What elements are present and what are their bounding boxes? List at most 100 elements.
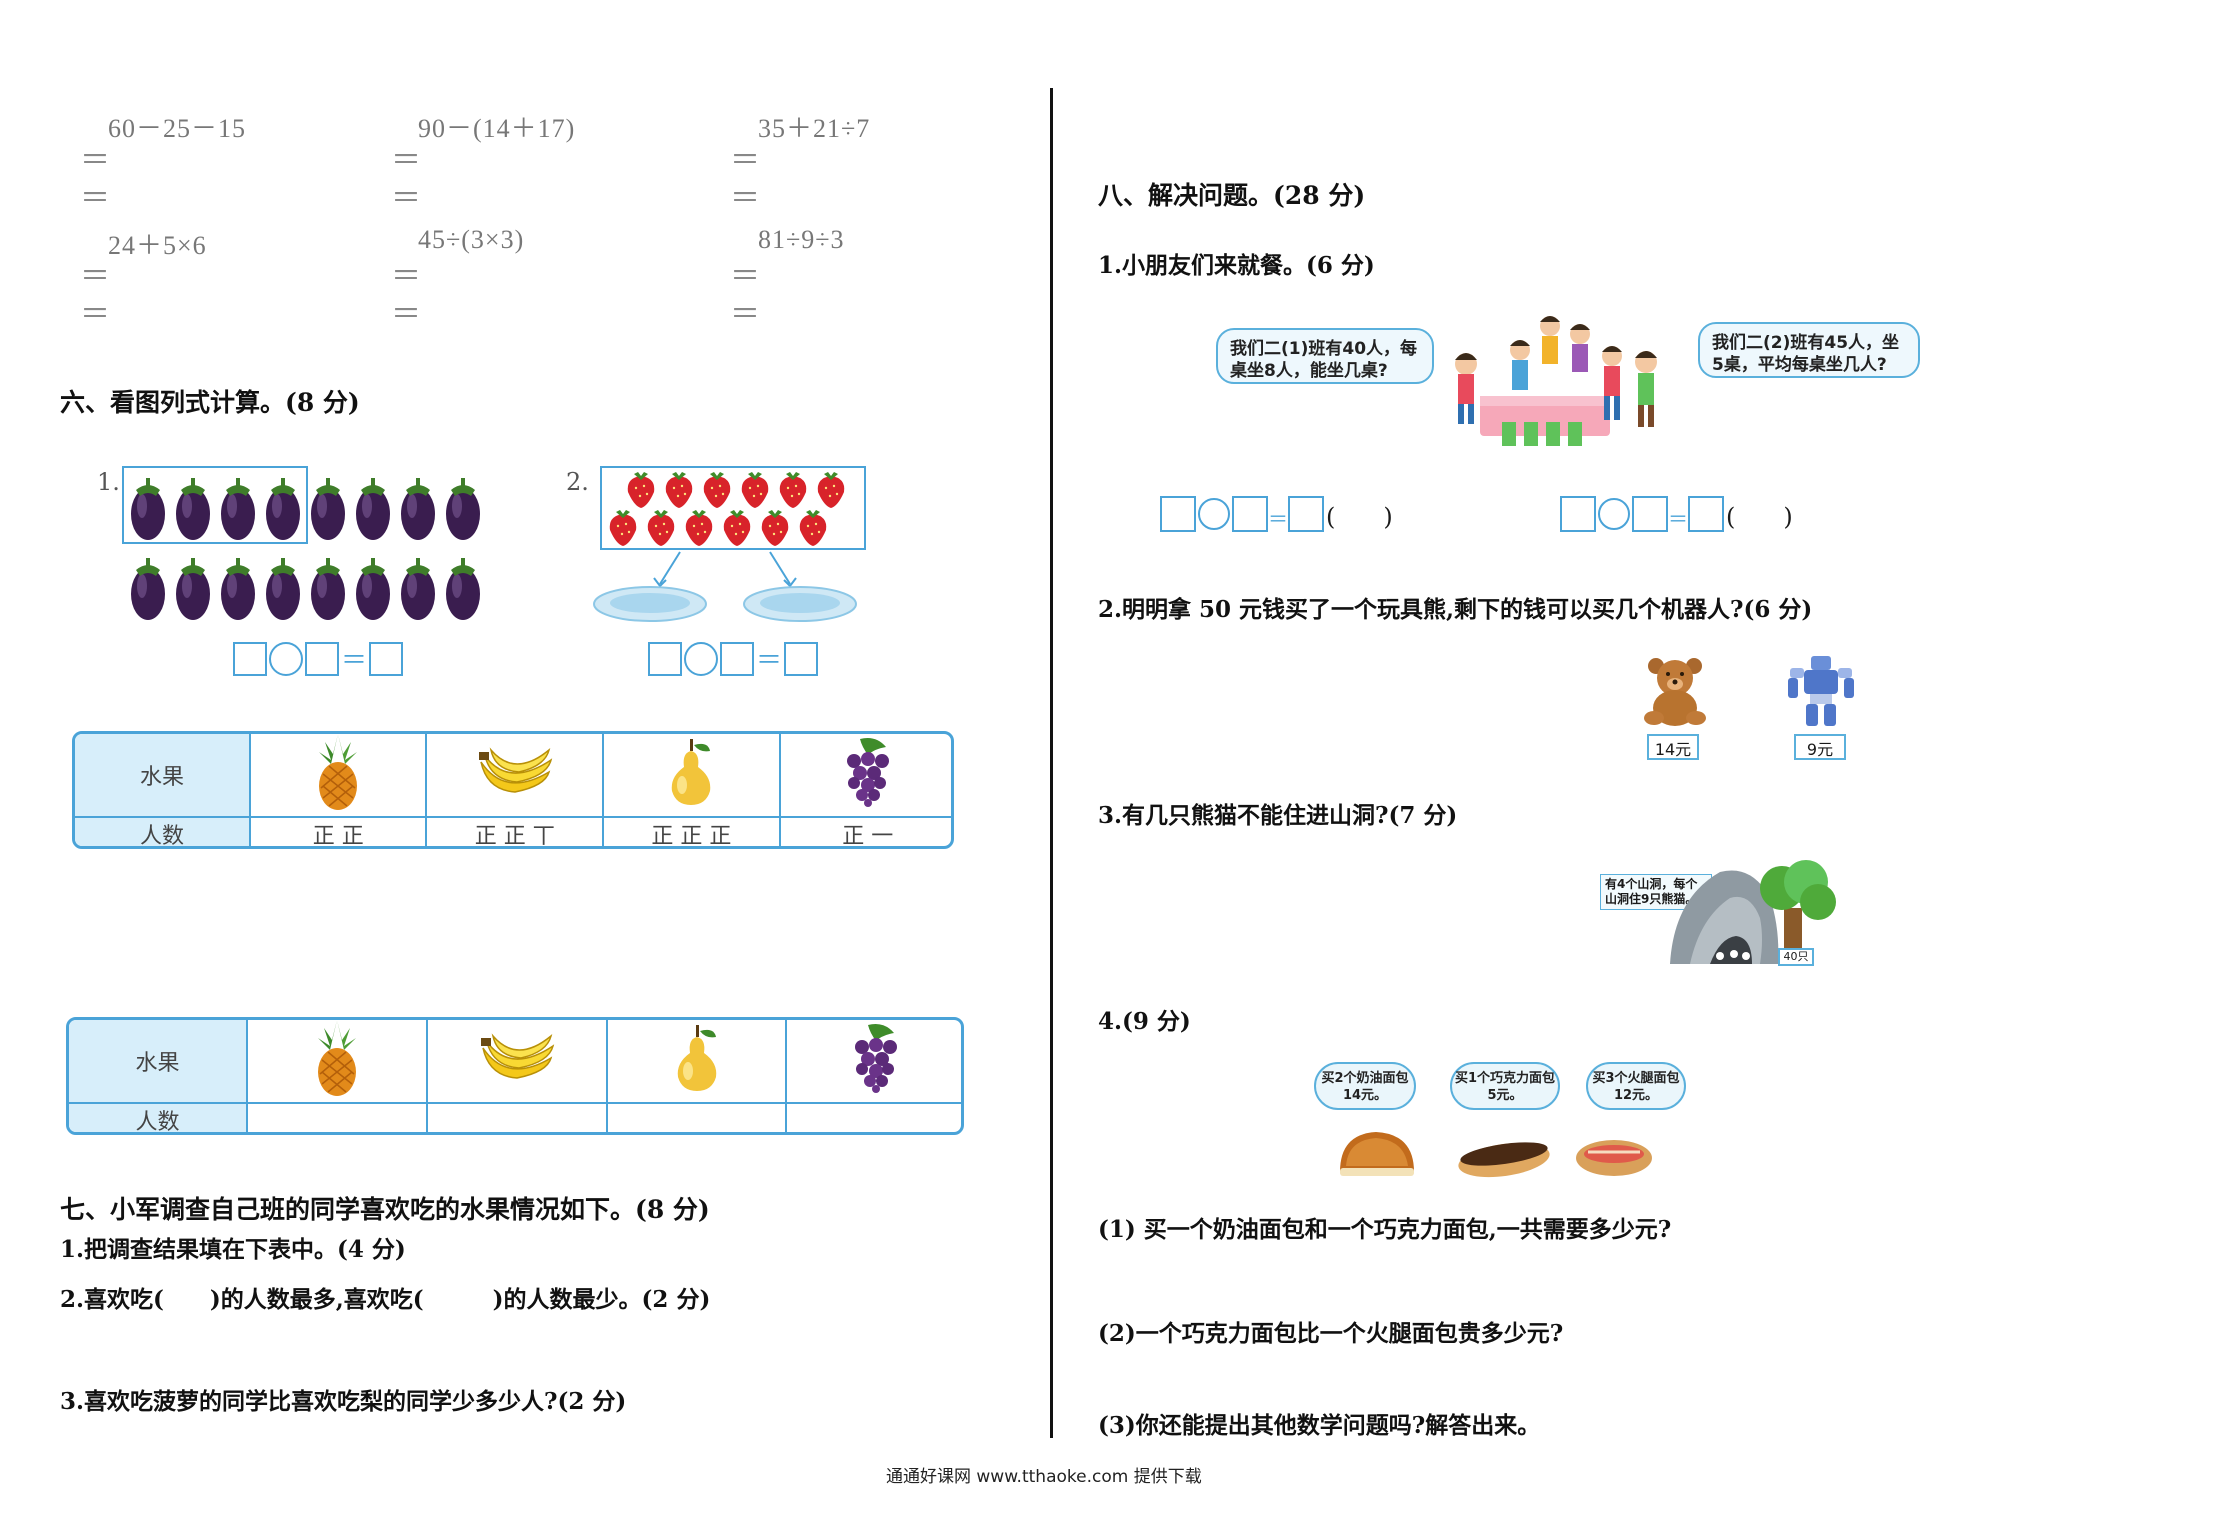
fruit-header: 水果	[75, 734, 252, 818]
section7-title: 七、小军调查自己班的同学喜欢吃的水果情况如下。(8 分)	[60, 1195, 710, 1224]
tally-banana: 正 正 丅	[425, 816, 605, 846]
footer-credit: 通通好课网 www.tthaoke.com 提供下载	[886, 1467, 1202, 1487]
answer-boxes-2: ＝	[648, 640, 819, 677]
eq-sign: ＝	[80, 181, 110, 216]
count-input-grape[interactable]	[785, 1102, 961, 1132]
section8-q4: 4.(9 分)	[1098, 1008, 1191, 1035]
result-table: 水果	[66, 1017, 964, 1135]
answer-box[interactable]	[1560, 496, 1596, 532]
robot-price-tag: 9元	[1794, 734, 1846, 760]
eggplant-illustration	[131, 478, 480, 620]
eq-sign: ＝	[1668, 507, 1688, 531]
tally-pear: 正 正 正	[602, 816, 781, 846]
operator-circle[interactable]	[684, 641, 718, 676]
answer-box[interactable]	[1232, 496, 1268, 532]
expr-5: 45÷(3×3)	[418, 225, 525, 254]
expr-2: 90－(14＋17)	[418, 114, 576, 143]
children-table-illustration	[1455, 316, 1657, 446]
eq-sign: ＝	[80, 297, 110, 332]
section6-title: 六、看图列式计算。(8 分)	[60, 388, 360, 417]
operator-circle[interactable]	[269, 641, 303, 676]
expr-1: 60－25－15	[108, 114, 247, 143]
pear-cell	[602, 734, 781, 818]
unit-paren: ( )	[1726, 503, 1793, 531]
count-input-banana[interactable]	[425, 1102, 608, 1132]
answer-box[interactable]	[1632, 496, 1668, 532]
answer-box[interactable]	[648, 641, 682, 676]
operator-circle[interactable]	[1198, 498, 1230, 530]
answer-box[interactable]	[720, 641, 754, 676]
answer-box[interactable]	[233, 641, 267, 676]
section8-q4-3: (3)你还能提出其他数学问题吗?解答出来。	[1098, 1412, 1541, 1439]
expr-3: 35＋21÷7	[758, 114, 871, 143]
banana-cell	[425, 1020, 608, 1104]
answer-box[interactable]	[369, 641, 404, 676]
section7-q3: 3.喜欢吃菠萝的同学比喜欢吃梨的同学少多少人?(2 分)	[60, 1388, 627, 1415]
section8-q3: 3.有几只熊猫不能住进山洞?(7 分)	[1098, 802, 1458, 829]
section8-title: 八、解决问题。(28 分)	[1098, 181, 1366, 210]
cave-tree-illustration	[1670, 860, 1836, 964]
pineapple-icon	[319, 734, 358, 810]
expr-4: 24＋5×6	[108, 231, 207, 260]
count-header: 人数	[75, 816, 252, 846]
grape-icon	[846, 738, 889, 807]
tally-grape: 正 一	[778, 816, 951, 846]
pear-icon	[672, 739, 711, 805]
eq-sign: ＝	[391, 143, 421, 178]
speech-bubble-right: 我们二(2)班有45人，坐5桌，平均每桌坐几人?	[1698, 322, 1920, 378]
item2-label: 2.	[566, 468, 589, 496]
ham-bread-icon	[1576, 1140, 1652, 1176]
answer-box[interactable]	[305, 641, 339, 676]
strawberry-illustration	[609, 472, 845, 546]
eq-sign: ＝	[730, 181, 760, 216]
teddy-bear-icon	[1644, 658, 1706, 726]
bear-price-tag: 14元	[1647, 734, 1699, 760]
section8-q4-1: (1) 买一个奶油面包和一个巧克力面包,一共需要多少元?	[1098, 1216, 1672, 1243]
count-input-pear[interactable]	[605, 1102, 788, 1132]
pineapple-icon	[317, 1020, 356, 1096]
expr-6: 81÷9÷3	[758, 225, 845, 254]
panda-count-tag: 40只	[1778, 948, 1814, 966]
price-cloud-cream: 买2个奶油面包14元。	[1314, 1062, 1416, 1110]
answer-box[interactable]	[784, 641, 819, 676]
fruit-header: 水果	[69, 1020, 249, 1104]
section8-q1: 1.小朋友们来就餐。(6 分)	[1098, 252, 1375, 279]
eq-sign: ＝	[391, 297, 421, 332]
answer-box[interactable]	[1288, 496, 1324, 532]
eq-sign: ＝	[730, 143, 760, 178]
pear-icon	[677, 1025, 716, 1091]
eq-sign: ＝	[391, 181, 421, 216]
operator-circle[interactable]	[1598, 498, 1630, 530]
count-header: 人数	[69, 1102, 249, 1132]
item1-label: 1.	[97, 468, 120, 496]
eq-sign: ＝	[341, 646, 368, 676]
eq-sign: ＝	[391, 259, 421, 294]
grape-cell	[778, 734, 951, 818]
answer-box[interactable]	[1688, 496, 1724, 532]
equation-boxes-left: ＝ ( )	[1160, 496, 1393, 532]
pineapple-cell	[246, 1020, 428, 1104]
tally-table: 水果	[72, 731, 954, 849]
unit-paren: ( )	[1326, 503, 1393, 531]
column-divider	[1050, 88, 1053, 1438]
banana-cell	[425, 734, 605, 818]
answer-box[interactable]	[1160, 496, 1196, 532]
count-input-pineapple[interactable]	[246, 1102, 428, 1132]
tally-pineapple: 正 正	[249, 816, 428, 846]
section8-q4-2: (2)一个巧克力面包比一个火腿面包贵多少元?	[1098, 1320, 1564, 1347]
eq-sign: ＝	[730, 297, 760, 332]
grape-cell	[785, 1020, 961, 1104]
pineapple-cell	[249, 734, 428, 818]
equation-boxes-right: ＝ ( )	[1560, 496, 1793, 532]
arrows-to-plates	[653, 551, 797, 588]
eq-sign: ＝	[80, 259, 110, 294]
banana-icon	[480, 1033, 554, 1079]
grape-icon	[855, 1024, 898, 1093]
section7-q2: 2.喜欢吃( )的人数最多,喜欢吃( )的人数最少。(2 分)	[60, 1286, 711, 1313]
answer-boxes-1: ＝	[233, 640, 404, 677]
eq-sign: ＝	[80, 143, 110, 178]
price-cloud-chocolate: 买1个巧克力面包5元。	[1450, 1062, 1560, 1110]
cave-note: 有4个山洞，每个山洞住9只熊猫。	[1600, 874, 1712, 910]
eq-sign: ＝	[756, 646, 783, 676]
section7-q1: 1.把调查结果填在下表中。(4 分)	[60, 1236, 406, 1263]
